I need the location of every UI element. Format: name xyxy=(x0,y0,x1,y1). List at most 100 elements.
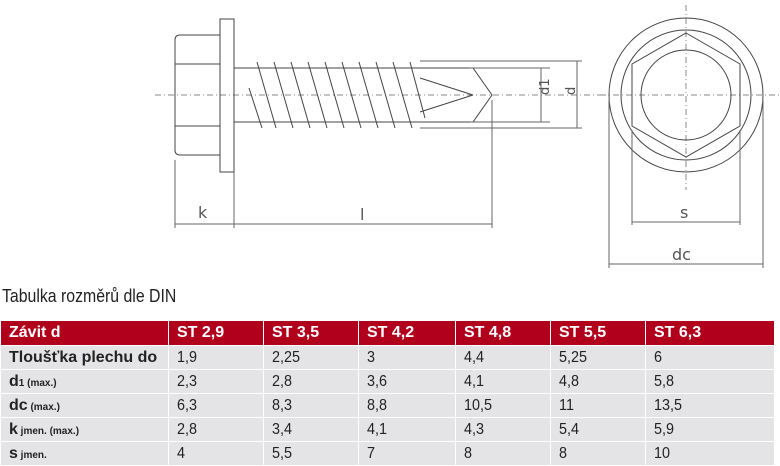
screw-head xyxy=(174,34,220,156)
cell-value: 2,3 xyxy=(177,372,198,390)
row-label-subscript: jmen. (max.) xyxy=(17,425,80,437)
cell-value: 4,4 xyxy=(464,348,485,366)
screw-threads xyxy=(248,61,426,129)
cell-value: 5,9 xyxy=(654,420,675,438)
table-cell: 13,5 xyxy=(645,393,775,418)
row-label-text: s xyxy=(9,444,18,462)
screw-flange xyxy=(219,18,235,173)
table-cell: 2,3 xyxy=(168,369,264,394)
table-cell: 10 xyxy=(645,441,775,466)
table-cell: 3,6 xyxy=(358,369,456,394)
column-header: ST 2,9 xyxy=(168,320,264,346)
cell-value: 4 xyxy=(177,444,186,462)
row-label-subscript: 1 (max.) xyxy=(18,377,57,389)
cell-value: 10 xyxy=(654,444,671,462)
table-cell: 4,1 xyxy=(358,417,456,442)
table-cell: 3 xyxy=(358,345,456,370)
table-title: Tabulka rozměrů dle DIN xyxy=(2,286,177,306)
screw-technical-drawing: k l d1 d s dc xyxy=(155,5,780,268)
table-cell: 8 xyxy=(550,441,646,466)
table-cell: 2,25 xyxy=(263,345,359,370)
table-cell: 1,9 xyxy=(168,345,264,370)
table-row: k jmen. (max.) 2,8 3,4 4,1 4,3 5,4 5,9 xyxy=(0,417,775,442)
dim-k: k xyxy=(198,203,208,222)
table-row: d1 (max.) 2,3 2,8 3,6 4,1 4,8 5,8 xyxy=(0,369,775,394)
table-row: dc (max.) 6,3 8,3 8,8 10,5 11 13,5 xyxy=(0,393,775,418)
row-label-text: Tloušťka plechu do xyxy=(9,348,158,366)
cell-value: 8,3 xyxy=(272,396,293,414)
screw-top-view xyxy=(600,5,780,268)
table-cell: 8,8 xyxy=(358,393,456,418)
dim-l: l xyxy=(360,205,364,224)
cell-value: 2,8 xyxy=(272,372,293,390)
row-label-subscript: (max.) xyxy=(27,401,60,413)
table-cell: 8 xyxy=(455,441,551,466)
cell-value: 6 xyxy=(654,348,663,366)
cell-value: 4,3 xyxy=(464,420,485,438)
column-header: ST 6,3 xyxy=(645,320,775,346)
column-header: ST 4,8 xyxy=(455,320,551,346)
table-cell: 5,8 xyxy=(645,369,775,394)
cell-value: 1,9 xyxy=(177,348,198,366)
cell-value: 4,8 xyxy=(559,372,580,390)
table-cell: 5,5 xyxy=(263,441,359,466)
dim-s: s xyxy=(680,203,688,222)
screw-shank xyxy=(234,67,493,123)
cell-value: 5,4 xyxy=(559,420,580,438)
row-label: k jmen. (max.) xyxy=(0,417,169,442)
cell-value: 3,6 xyxy=(367,372,388,390)
row-label: d1 (max.) xyxy=(0,369,169,394)
cell-value: 5,25 xyxy=(559,348,588,366)
table-cell: 6 xyxy=(645,345,775,370)
dimension-lines xyxy=(174,60,582,228)
cell-value: 3 xyxy=(367,348,376,366)
table-cell: 6,3 xyxy=(168,393,264,418)
table-cell: 8,3 xyxy=(263,393,359,418)
cell-value: 2,8 xyxy=(177,420,198,438)
dim-dc: dc xyxy=(672,245,691,264)
cell-value: 8 xyxy=(464,444,473,462)
cell-value: 4,1 xyxy=(464,372,485,390)
table-cell: 5,9 xyxy=(645,417,775,442)
table-cell: 4,3 xyxy=(455,417,551,442)
cell-value: 2,25 xyxy=(272,348,301,366)
table-cell: 4 xyxy=(168,441,264,466)
cell-value: 10,5 xyxy=(464,396,493,414)
table-cell: 4,8 xyxy=(550,369,646,394)
cell-value: 6,3 xyxy=(177,396,198,414)
table-row: Tloušťka plechu do 1,9 2,25 3 4,4 5,25 6 xyxy=(0,345,775,370)
column-header: ST 3,5 xyxy=(263,320,359,346)
table-cell: 10,5 xyxy=(455,393,551,418)
column-header: ST 5,5 xyxy=(550,320,646,346)
row-label: dc (max.) xyxy=(0,393,169,418)
row-label: Tloušťka plechu do xyxy=(0,345,169,370)
table-cell: 5,25 xyxy=(550,345,646,370)
table-cell: 4,1 xyxy=(455,369,551,394)
cell-value: 5,8 xyxy=(654,372,675,390)
row-label-text: dc xyxy=(9,396,28,414)
row-label-text: d xyxy=(9,372,19,390)
cell-value: 11 xyxy=(559,396,574,414)
table-cell: 7 xyxy=(358,441,456,466)
table-cell: 2,8 xyxy=(168,417,264,442)
table-row: s jmen. 4 5,5 7 8 8 10 xyxy=(0,441,775,466)
cell-value: 8,8 xyxy=(367,396,388,414)
table-cell: 11 xyxy=(550,393,646,418)
cell-value: 8 xyxy=(559,444,568,462)
column-header: Závit d xyxy=(0,320,169,346)
dim-d1: d1 xyxy=(538,78,553,95)
cell-value: 13,5 xyxy=(654,396,683,414)
cell-value: 3,4 xyxy=(272,420,293,438)
table-cell: 5,4 xyxy=(550,417,646,442)
table-cell: 2,8 xyxy=(263,369,359,394)
cell-value: 5,5 xyxy=(272,444,293,462)
row-label-subscript: jmen. xyxy=(17,449,47,461)
row-label-text: k xyxy=(9,420,18,438)
table-cell: 3,4 xyxy=(263,417,359,442)
cell-value: 7 xyxy=(367,444,376,462)
cell-value: 4,1 xyxy=(367,420,388,438)
dim-d: d xyxy=(564,87,579,95)
table-cell: 4,4 xyxy=(455,345,551,370)
